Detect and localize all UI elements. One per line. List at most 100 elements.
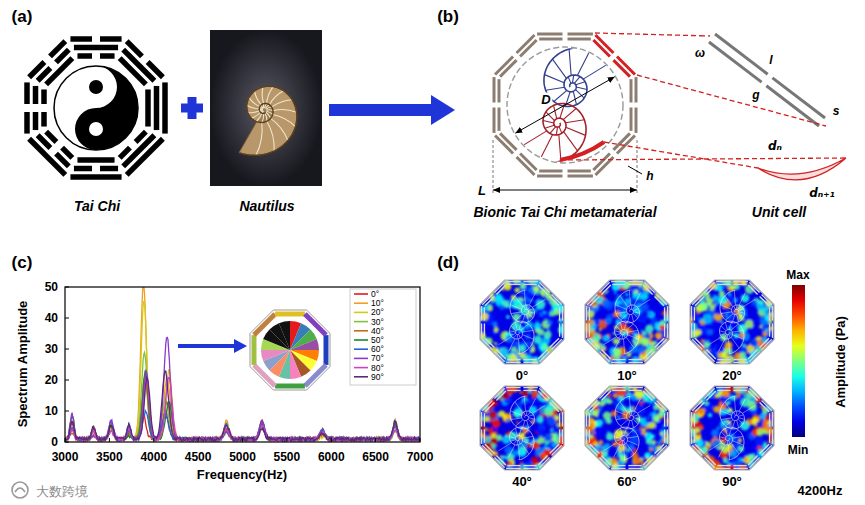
spiral-rib [509, 437, 515, 438]
pointer-arrow-head [234, 339, 247, 353]
shell-septum [269, 91, 283, 105]
spiral-rib [572, 75, 573, 83]
field-spot [587, 311, 595, 319]
frame-bar [716, 362, 730, 363]
spiral-rib [528, 418, 534, 419]
frame-bar [749, 352, 759, 362]
field-spot [724, 455, 727, 458]
inset-region [261, 350, 290, 361]
spiral-rib [521, 430, 528, 436]
frame-bar [694, 323, 695, 336]
spiral-rib [729, 321, 732, 329]
frame-bar [733, 362, 747, 363]
spiral-arm [600, 321, 639, 355]
trigram-bar [24, 112, 30, 134]
spectrum-chart [65, 284, 420, 442]
field-spot [690, 280, 696, 286]
field-spot [581, 395, 590, 404]
field-spot [733, 333, 738, 338]
legend-sample [354, 293, 368, 295]
field-spot [520, 461, 523, 464]
field-spot [745, 320, 754, 329]
field-ground [581, 276, 673, 368]
field-spot [582, 459, 589, 466]
frame-bar [484, 429, 485, 442]
spiral-rib [621, 420, 628, 426]
frame-bar [568, 33, 593, 36]
trigram-bar [74, 45, 118, 51]
graphic-part [581, 276, 673, 368]
spiral-rib [620, 402, 628, 413]
field-spot [497, 343, 502, 348]
spiral-rib [515, 402, 523, 413]
trigram-bar [24, 82, 30, 104]
frame-bar [495, 57, 513, 75]
spiral-rib [522, 436, 533, 438]
frame-bar [537, 33, 562, 36]
spiral-rib [576, 87, 587, 90]
graphic-part [685, 276, 779, 367]
spiral-rib [734, 306, 736, 310]
field-spot [657, 441, 660, 444]
field-spot [593, 334, 600, 341]
frame-bar [635, 77, 638, 102]
frame-bar [657, 339, 667, 349]
field-spot [639, 292, 648, 301]
legend-sample [354, 367, 368, 369]
legend-sample [354, 376, 368, 378]
spectrum-line [65, 411, 420, 441]
spiral-rib [559, 127, 562, 134]
tick-mark [65, 287, 69, 288]
field-spot [767, 457, 772, 462]
field-spot [642, 352, 646, 356]
field-spot [542, 311, 551, 320]
spectrum-line [65, 287, 420, 441]
frame-bar [539, 458, 549, 468]
trigram-bar [120, 148, 130, 158]
spiral-rib [633, 309, 638, 311]
trigram-bar [29, 139, 65, 175]
spiral-rib [632, 420, 634, 428]
spiral-rib [515, 296, 523, 307]
frame-bar [599, 282, 609, 292]
spiral-rib [633, 419, 638, 424]
field-spot [664, 290, 671, 297]
frame-bar [586, 306, 587, 320]
spiral-rib [627, 330, 638, 332]
spiral-rib [524, 306, 526, 310]
graphic-part [581, 381, 673, 474]
spiral-rib [721, 334, 726, 336]
field-spot [610, 301, 615, 306]
field-spot [656, 286, 659, 289]
shell-septum [248, 111, 260, 113]
field-spot [628, 451, 633, 456]
spiral-rib [634, 290, 642, 305]
field-spot [483, 361, 487, 365]
trigram-bar [154, 86, 160, 130]
field-spot [506, 418, 510, 422]
frame-bar [704, 352, 714, 362]
field-spot [648, 444, 656, 452]
spiral-rib [528, 419, 533, 424]
field-spot [545, 433, 553, 441]
spectrum-line [65, 376, 420, 441]
spiral-arm [720, 289, 759, 323]
field-spot [588, 357, 592, 361]
field-spot [622, 450, 628, 456]
trigram-bar [33, 86, 39, 104]
field-ground [581, 382, 673, 474]
spiral-rib [620, 428, 622, 436]
frame-bar [586, 323, 587, 337]
field-spot [552, 464, 558, 470]
field-spot [645, 324, 654, 333]
trigram-bar [162, 82, 168, 133]
spiral-rib [618, 440, 621, 444]
frame-bar [644, 458, 654, 468]
frame-bar [482, 400, 492, 410]
frame-bar [559, 307, 560, 320]
frame-bar [749, 282, 759, 292]
frame-bar [507, 390, 520, 391]
frame-bar [717, 284, 730, 285]
spiral-rib [728, 339, 729, 354]
spiral-rib [528, 312, 534, 313]
